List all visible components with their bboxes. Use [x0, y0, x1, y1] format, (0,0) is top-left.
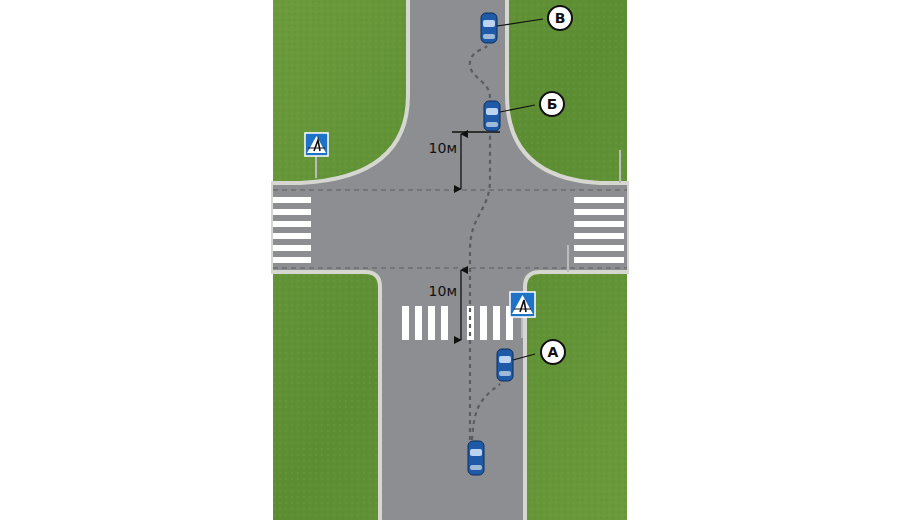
crossing-sign — [305, 133, 620, 338]
leader-line — [497, 19, 543, 360]
callout-circle: В — [547, 5, 573, 31]
car — [468, 13, 513, 475]
grass — [273, 0, 627, 520]
dimension-label: 10м — [429, 141, 457, 155]
dimension-lines — [452, 132, 500, 340]
vehicle-path — [470, 46, 500, 440]
callout-letter: А — [548, 345, 559, 359]
callout-circle: А — [540, 339, 566, 365]
callout-letter: Б — [547, 97, 558, 111]
callout-letter: В — [555, 11, 566, 25]
crosswalk — [273, 197, 624, 340]
road — [273, 0, 627, 520]
grass-texture — [273, 0, 627, 520]
boundary-lines — [273, 190, 627, 268]
dimension-label: 10м — [429, 284, 457, 298]
callout-circle: Б — [539, 91, 565, 117]
